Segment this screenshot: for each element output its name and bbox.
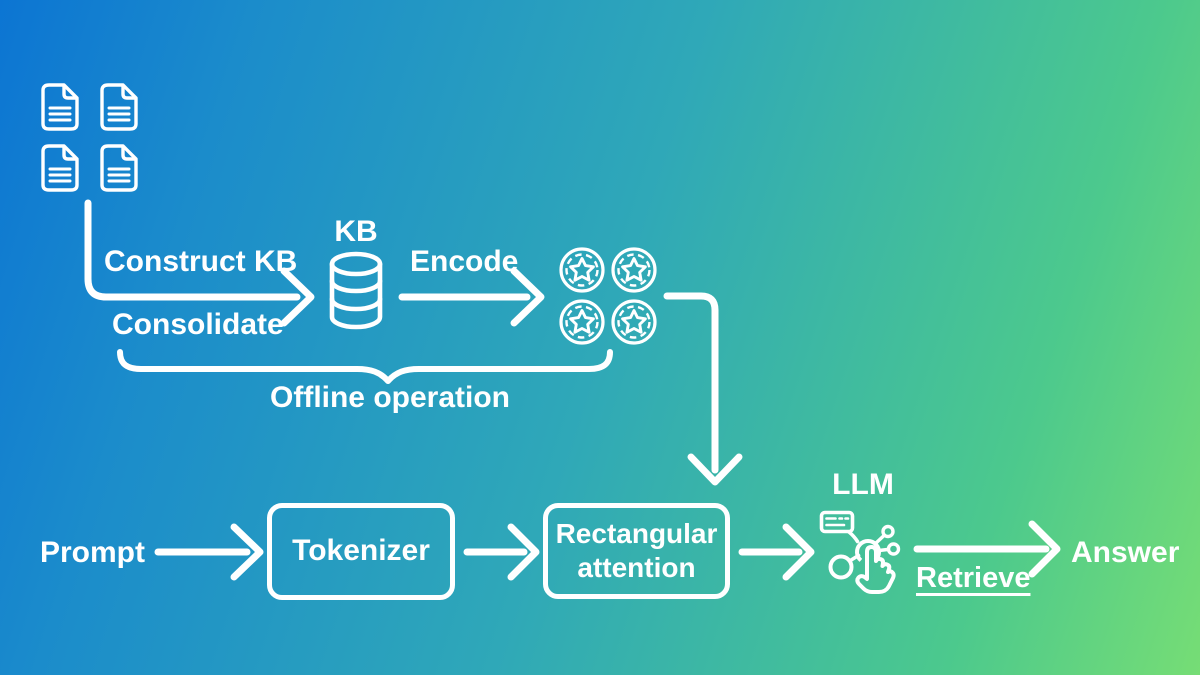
embeddings-to-attention-arrow bbox=[663, 292, 719, 474]
llm-pointing-hand bbox=[855, 545, 896, 594]
llm-node-small-right bbox=[886, 542, 901, 556]
database-icon bbox=[329, 251, 383, 330]
consolidate-label: Consolidate bbox=[112, 308, 284, 341]
llm-card-tail bbox=[847, 530, 860, 544]
offline-operation-label: Offline operation bbox=[270, 381, 510, 414]
retrieve-arrowhead bbox=[1028, 520, 1061, 578]
coin-star-icon bbox=[559, 247, 605, 293]
retrieve-label: Retrieve bbox=[916, 562, 1031, 594]
construct-kb-label: Construct KB bbox=[104, 245, 298, 278]
coin-star-icon bbox=[611, 299, 657, 345]
llm-hand-network-icon bbox=[819, 510, 901, 594]
prompt-to-tokenizer-arrowhead bbox=[230, 523, 264, 581]
tokenizer-to-attention-arrowhead bbox=[507, 523, 540, 581]
llm-card-shape bbox=[819, 510, 855, 534]
embeddings-group bbox=[558, 246, 658, 346]
llm-node-center bbox=[855, 539, 881, 562]
document-icon bbox=[41, 144, 79, 192]
document-icon bbox=[100, 83, 138, 131]
llm-node-large bbox=[828, 554, 854, 580]
attention-to-llm-arrowhead bbox=[782, 523, 815, 581]
kb-label: KB bbox=[334, 215, 378, 248]
documents-group bbox=[38, 82, 141, 193]
rectangular-attention-box: Rectangular attention bbox=[543, 503, 730, 599]
coin-star-icon bbox=[611, 247, 657, 293]
llm-label: LLM bbox=[832, 468, 894, 501]
document-icon bbox=[100, 144, 138, 192]
document-icon bbox=[41, 83, 79, 131]
tokenizer-box: Tokenizer bbox=[267, 503, 455, 600]
attention-label-line2: attention bbox=[577, 552, 696, 583]
tokenizer-label: Tokenizer bbox=[292, 534, 430, 568]
llm-node-small-top bbox=[881, 524, 895, 539]
embeddings-to-attention-arrowhead bbox=[687, 453, 743, 486]
encode-label: Encode bbox=[410, 245, 519, 278]
docs-to-kb-arrow bbox=[84, 199, 301, 301]
attention-label-line1: Rectangular bbox=[555, 517, 718, 549]
prompt-label: Prompt bbox=[40, 536, 145, 569]
docs-to-kb-arrowhead bbox=[280, 267, 315, 327]
offline-brace bbox=[117, 349, 613, 384]
encode-arrowhead bbox=[510, 267, 545, 327]
answer-label: Answer bbox=[1071, 536, 1180, 569]
coin-star-icon bbox=[559, 299, 605, 345]
